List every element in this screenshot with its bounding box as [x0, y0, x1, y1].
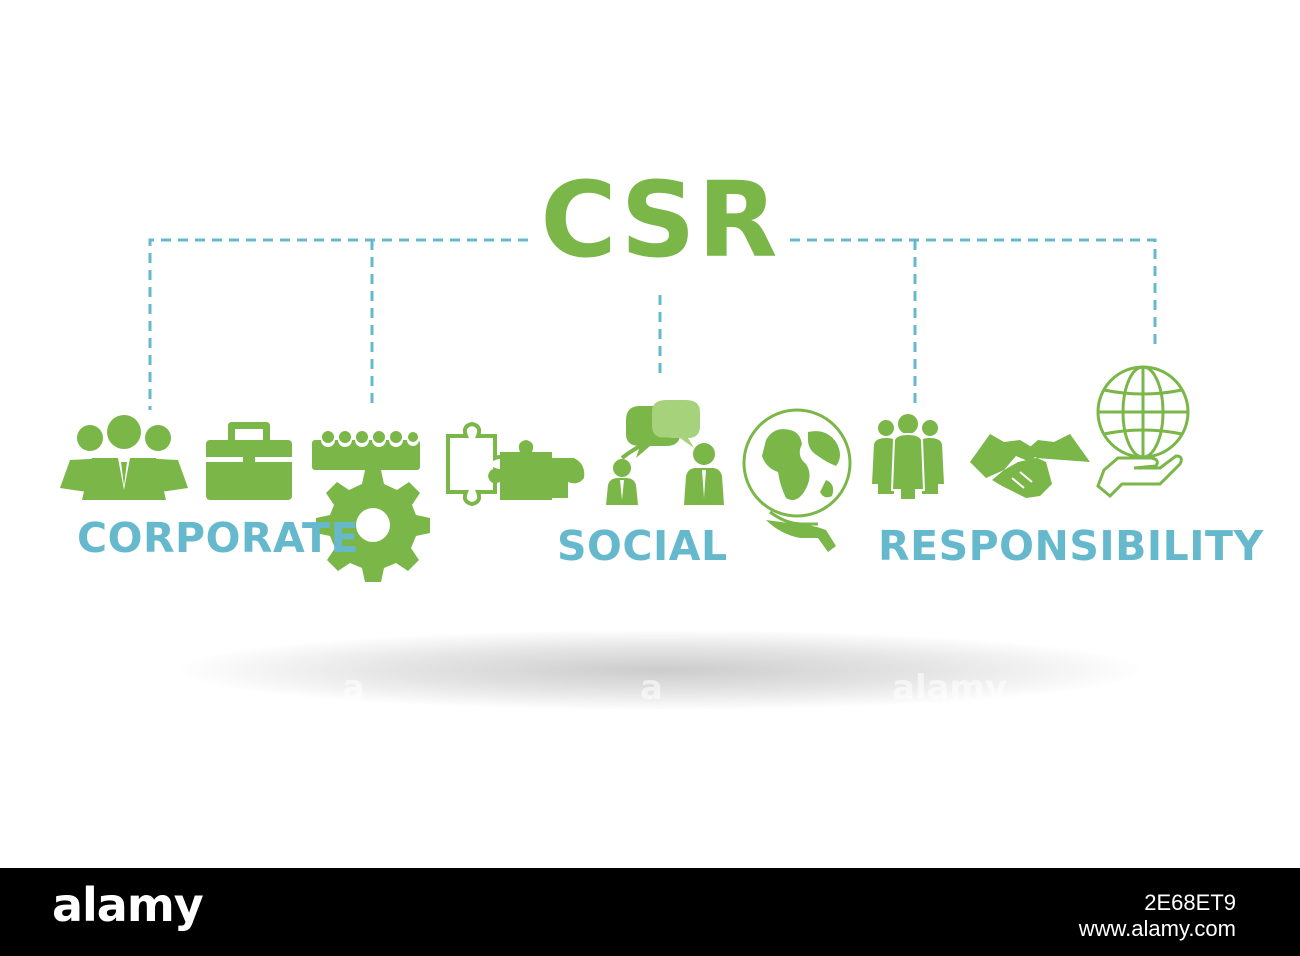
globe-hand-outline-icon	[1096, 365, 1190, 499]
watermark-mark: a	[640, 668, 663, 708]
handshake-icon	[970, 434, 1090, 498]
csr-title: CSR	[540, 159, 780, 281]
diagram-graphics	[60, 238, 1190, 582]
communication-icon	[606, 400, 724, 505]
globe-in-hand-icon	[742, 408, 852, 552]
connector-left	[148, 238, 528, 410]
puzzle-icon	[446, 421, 585, 507]
csr-diagram-canvas: CSR CORPORATE SOCIAL RESPONSIBILITY a a …	[60, 159, 1264, 710]
word-social: SOCIAL	[557, 522, 728, 570]
connector-lines	[148, 238, 1157, 410]
briefcase-icon	[206, 422, 292, 500]
business-team-icon	[60, 415, 188, 500]
watermark-logo: alamy	[892, 668, 1008, 708]
connector-right	[790, 238, 1157, 345]
crowd-icon	[872, 414, 944, 501]
word-corporate: CORPORATE	[77, 514, 360, 562]
floor-shadow	[180, 630, 1140, 710]
alamy-logo: alamy	[52, 878, 204, 932]
word-responsibility: RESPONSIBILITY	[878, 522, 1264, 570]
source-url-label: www.alamy.com	[1078, 916, 1236, 941]
stock-photo-bar: alamy 2E68ET9 www.alamy.com	[0, 868, 1300, 956]
watermark-mark: a	[342, 668, 365, 708]
image-id-label: 2E68ET9	[1144, 890, 1236, 915]
team-gear-icon	[312, 431, 430, 582]
